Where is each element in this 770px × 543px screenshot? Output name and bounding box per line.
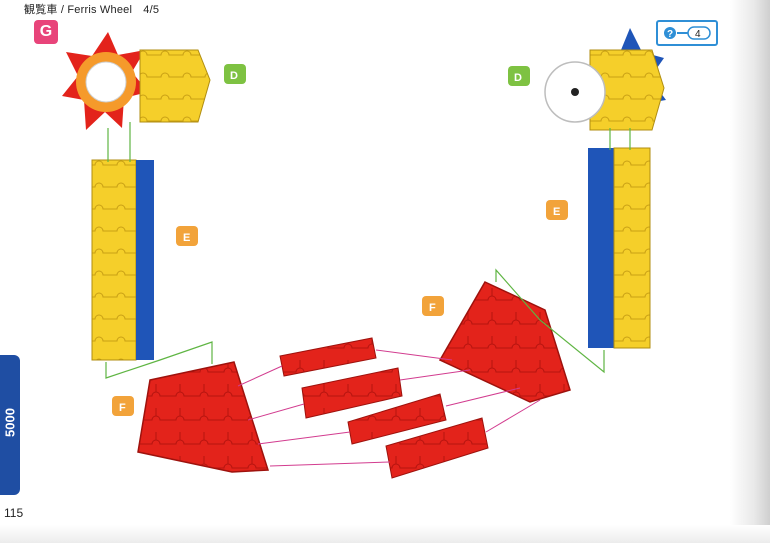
right-column-blue-face bbox=[588, 148, 614, 348]
label-e-right: E bbox=[546, 200, 568, 220]
page-number: 115 bbox=[4, 506, 24, 520]
label-f-right: F bbox=[422, 296, 444, 316]
question-icon bbox=[664, 27, 676, 39]
left-wheel-module bbox=[62, 32, 211, 130]
red-bar-3 bbox=[347, 393, 447, 445]
red-bar-2 bbox=[301, 367, 403, 419]
label-e-right-text: E bbox=[553, 206, 560, 218]
count-capsule bbox=[687, 26, 711, 40]
right-column-yellow-face bbox=[613, 147, 651, 349]
pink-arrows bbox=[237, 349, 541, 467]
left-star-center bbox=[85, 61, 127, 103]
arrow-6 bbox=[445, 387, 521, 407]
label-d-right-text: D bbox=[514, 72, 522, 84]
right-wheel-hub bbox=[571, 88, 579, 96]
arrow-8 bbox=[485, 399, 541, 433]
label-d-left: D bbox=[224, 64, 246, 84]
guide-e-to-f-right bbox=[495, 268, 605, 374]
left-column-blue-face bbox=[136, 160, 154, 360]
label-f-left: F bbox=[112, 396, 134, 416]
step-badge: G bbox=[34, 20, 58, 44]
label-d-left-text: D bbox=[230, 70, 238, 82]
left-column-yellow-face bbox=[91, 159, 137, 361]
label-f-right-text: F bbox=[429, 302, 436, 314]
arrow-4 bbox=[399, 369, 471, 381]
right-column bbox=[588, 147, 651, 349]
piece-count-box: ? 4 bbox=[656, 20, 718, 46]
piece-count-graphic: ? 4 bbox=[664, 26, 711, 40]
page-header-title: 観覧車 / Ferris Wheel 4/5 bbox=[24, 4, 160, 16]
page-bottom-edge bbox=[0, 525, 770, 543]
arrow-3 bbox=[247, 403, 305, 421]
label-f-left-text: F bbox=[119, 402, 126, 414]
label-d-right: D bbox=[508, 66, 530, 86]
page-edge-shadow bbox=[730, 0, 770, 543]
label-e-left: E bbox=[176, 226, 198, 246]
piece-count: 4 bbox=[695, 29, 701, 40]
left-triangle-base bbox=[137, 361, 270, 473]
red-bar-4 bbox=[385, 417, 489, 479]
red-bar-1 bbox=[279, 337, 377, 377]
right-triangle-base bbox=[438, 281, 571, 403]
arrow-1 bbox=[237, 365, 283, 387]
question-mark-glyph: ? bbox=[667, 29, 673, 40]
label-e-left-text: E bbox=[183, 232, 190, 244]
arrow-7 bbox=[269, 461, 391, 467]
arrow-5 bbox=[257, 431, 351, 445]
left-column bbox=[91, 159, 154, 361]
guide-e-to-f-left bbox=[105, 341, 213, 379]
left-yellow-drum bbox=[139, 49, 211, 123]
green-guide-lines bbox=[105, 122, 631, 379]
side-tab: 5000 bbox=[0, 355, 20, 495]
arrow-2 bbox=[375, 349, 453, 361]
assembly-diagram: D D E E F F bbox=[62, 28, 666, 479]
right-wheel-module bbox=[544, 28, 666, 131]
